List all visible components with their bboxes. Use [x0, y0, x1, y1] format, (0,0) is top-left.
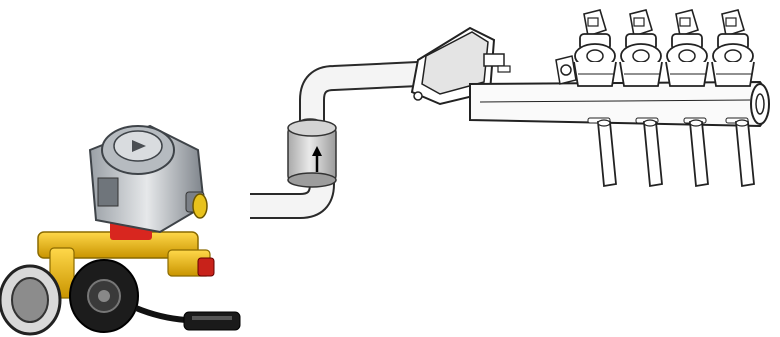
nozzle-hose — [598, 120, 616, 186]
injector — [620, 10, 662, 86]
reducer-assembly — [0, 110, 250, 337]
injector-group — [574, 10, 754, 86]
nozzle-hose — [644, 120, 662, 186]
injector — [712, 10, 754, 86]
nozzle-hose — [690, 120, 708, 186]
gas-filter — [288, 119, 336, 187]
nozzle-hose-group — [598, 120, 754, 186]
nozzle-hose — [736, 120, 754, 186]
injector — [666, 10, 708, 86]
injector — [574, 10, 616, 86]
